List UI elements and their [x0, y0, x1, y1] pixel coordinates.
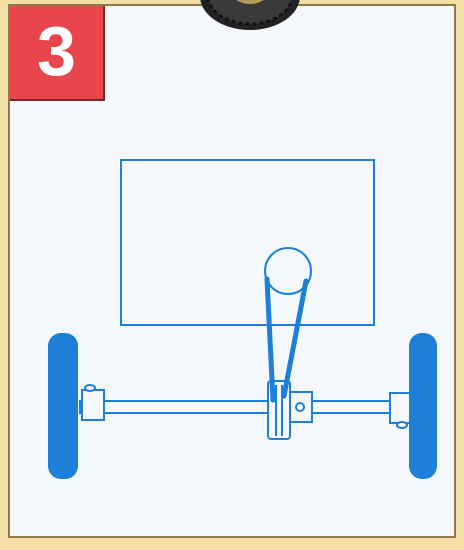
right-wheel: [409, 333, 437, 479]
left-wheel: [48, 333, 78, 479]
left-axle-bushing: [82, 390, 104, 420]
chassis-board: [121, 160, 374, 325]
drive-belt: [267, 279, 306, 400]
right-axle-bushing: [390, 393, 412, 423]
rear-axle: [80, 401, 410, 413]
